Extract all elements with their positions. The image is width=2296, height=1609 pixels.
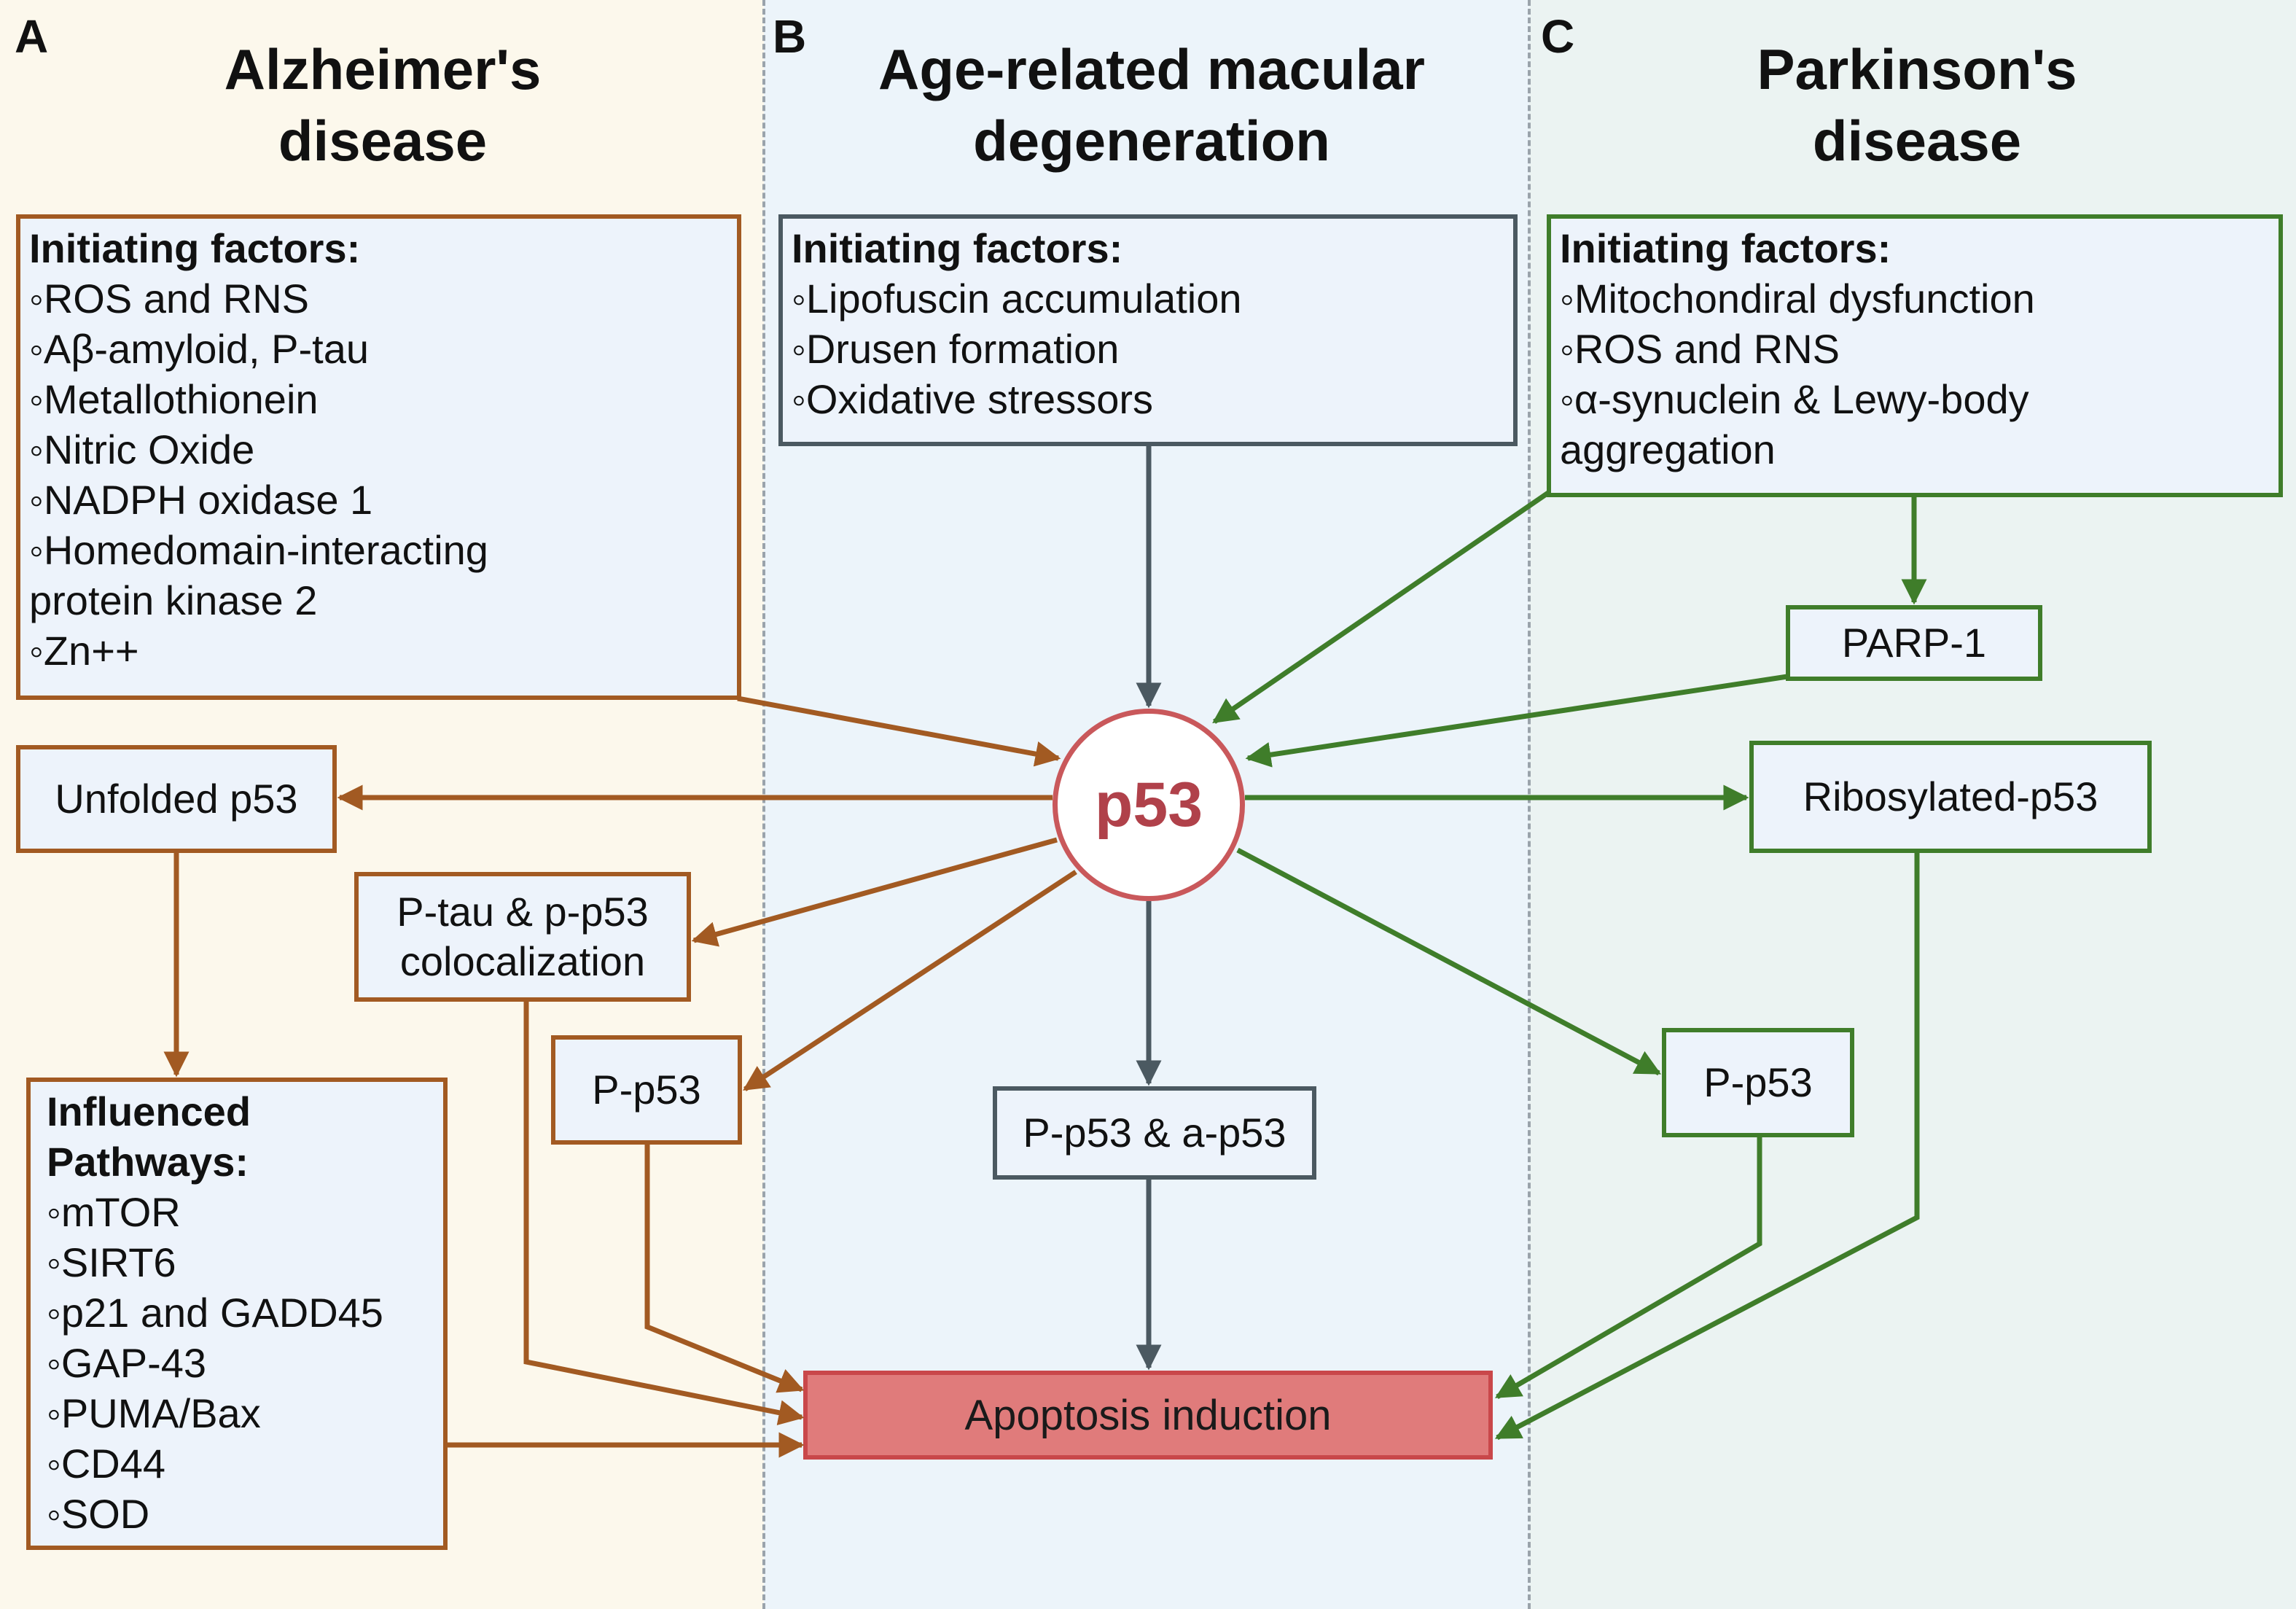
influenced-pathway-item: ◦p21 and GADD45 [47,1290,383,1336]
influenced-pathway-item: ◦mTOR [47,1189,181,1235]
arrow-ptau-to-apoptosis [523,1002,805,1425]
amd-initiating-item: ◦Oxidative stressors [792,376,1153,422]
parkinsons-initiating-item: ◦α-synuclein & Lewy-body [1560,376,2029,422]
panel-title-parkinsons: Parkinson's disease [1757,37,2077,173]
alzheimers-initiating-item: ◦Zn++ [29,628,139,674]
alzheimers-p-p53-box: P-p53 [551,1035,742,1145]
alzheimers-initiating-heading: Initiating factors: [29,225,361,271]
parkinsons-initiating-item: aggregation [1560,426,1776,472]
ribosylated-p53-box: Ribosylated-p53 [1749,741,2152,853]
pp53-ap53-box: P-p53 & a-p53 [993,1086,1316,1180]
parkinsons-initiating-item: ◦Mitochondiral dysfunction [1560,276,2035,322]
alzheimers-initiating-item: ◦ROS and RNS [29,276,309,322]
arrow-p53-to-ptau [691,837,1058,947]
influenced-heading: Influenced [47,1088,251,1134]
p53-node: p53 [1053,709,1245,901]
ptau-colocalization-box: P-tau & p-p53 colocalization [354,872,691,1002]
influenced-pathways-box: Influenced Pathways: ◦mTOR ◦SIRT6 ◦p21 a… [26,1078,448,1550]
alzheimers-initiating-item: ◦Nitric Oxide [29,426,255,472]
apoptosis-induction-box: Apoptosis induction [803,1371,1493,1460]
arrow-p53-to-alz-pp53 [743,870,1077,1091]
panel-letter-c: C [1541,10,1575,63]
parkinsons-p-p53-box: P-p53 [1662,1028,1854,1137]
alzheimers-initiating-item: ◦Metallothionein [29,376,319,422]
panel-title-alzheimers: Alzheimer's disease [224,37,542,173]
amd-initiating-heading: Initiating factors: [792,225,1123,271]
amd-initiating-factors-box: Initiating factors: ◦Lipofuscin accumula… [778,214,1518,446]
parkinsons-initiating-factors-box: Initiating factors: ◦Mitochondiral dysfu… [1547,214,2283,497]
panel-letter-a: A [15,10,49,63]
panel-letter-b: B [773,10,807,63]
influenced-pathway-item: ◦CD44 [47,1441,166,1487]
parkinsons-initiating-item: ◦ROS and RNS [1560,326,1840,372]
parkinsons-initiating-heading: Initiating factors: [1560,225,1891,271]
panel-divider-bc [1528,0,1531,1609]
arrow-pd-initiating-to-p53 [1212,491,1550,724]
alzheimers-initiating-item: ◦Homedomain-interacting [29,527,488,573]
arrow-alz-pp53-to-apoptosis [644,1145,805,1393]
alzheimers-initiating-factors-box: Initiating factors: ◦ROS and RNS ◦Aβ-amy… [16,214,741,700]
amd-initiating-item: ◦Lipofuscin accumulation [792,276,1242,322]
alzheimers-initiating-item: ◦Aβ-amyloid, P-tau [29,326,369,372]
alzheimers-initiating-item: protein kinase 2 [29,577,318,623]
influenced-pathway-item: ◦SOD [47,1491,150,1537]
panel-divider-ab [762,0,765,1609]
influenced-pathway-item: ◦GAP-43 [47,1340,207,1386]
arrow-p53-to-pd-pp53 [1236,847,1662,1076]
arrow-alz-initiating-to-p53 [737,696,1061,767]
unfolded-p53-box: Unfolded p53 [16,745,337,853]
influenced-pathway-item: ◦SIRT6 [47,1239,176,1285]
influenced-pathway-item: ◦PUMA/Bax [47,1390,261,1436]
influenced-heading: Pathways: [47,1139,249,1185]
arrow-parp1-to-p53 [1245,674,1788,768]
parp1-box: PARP-1 [1786,605,2042,681]
arrow-pd-pp53-to-apoptosis [1494,1137,1762,1400]
amd-initiating-item: ◦Drusen formation [792,326,1120,372]
arrow-ribosylated-to-apoptosis [1494,853,1920,1441]
alzheimers-initiating-item: ◦NADPH oxidase 1 [29,477,373,523]
panel-title-amd: Age-related macular degeneration [878,37,1425,173]
